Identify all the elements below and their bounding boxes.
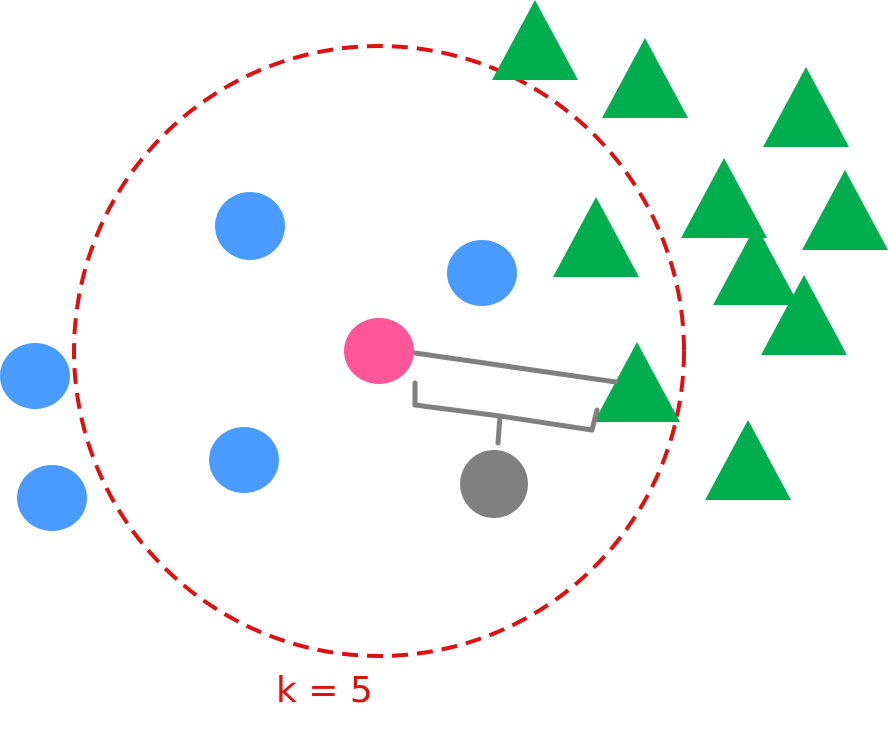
triangle-point — [681, 158, 767, 238]
circle-point — [447, 240, 517, 306]
circle-point — [209, 427, 279, 493]
query-point — [344, 318, 414, 384]
triangle-point — [594, 342, 680, 422]
circle-point — [17, 465, 87, 531]
distance-line — [405, 349, 619, 385]
triangle-point — [713, 225, 799, 305]
circle-point — [0, 343, 70, 409]
triangle-point — [553, 197, 639, 277]
class-a-points — [0, 192, 517, 531]
distance-brace — [412, 380, 600, 446]
triangle-point — [492, 0, 578, 80]
triangle-point — [802, 170, 888, 250]
k-label: k = 5 — [276, 670, 373, 711]
triangle-point — [705, 420, 791, 500]
gray-reference-point — [460, 450, 528, 518]
k-neighborhood-circle — [72, 44, 686, 658]
distance-measure — [405, 349, 619, 446]
circle-point — [215, 192, 285, 260]
triangle-point — [761, 275, 847, 355]
class-b-points — [492, 0, 888, 500]
triangle-point — [763, 67, 849, 147]
triangle-point — [602, 38, 688, 118]
